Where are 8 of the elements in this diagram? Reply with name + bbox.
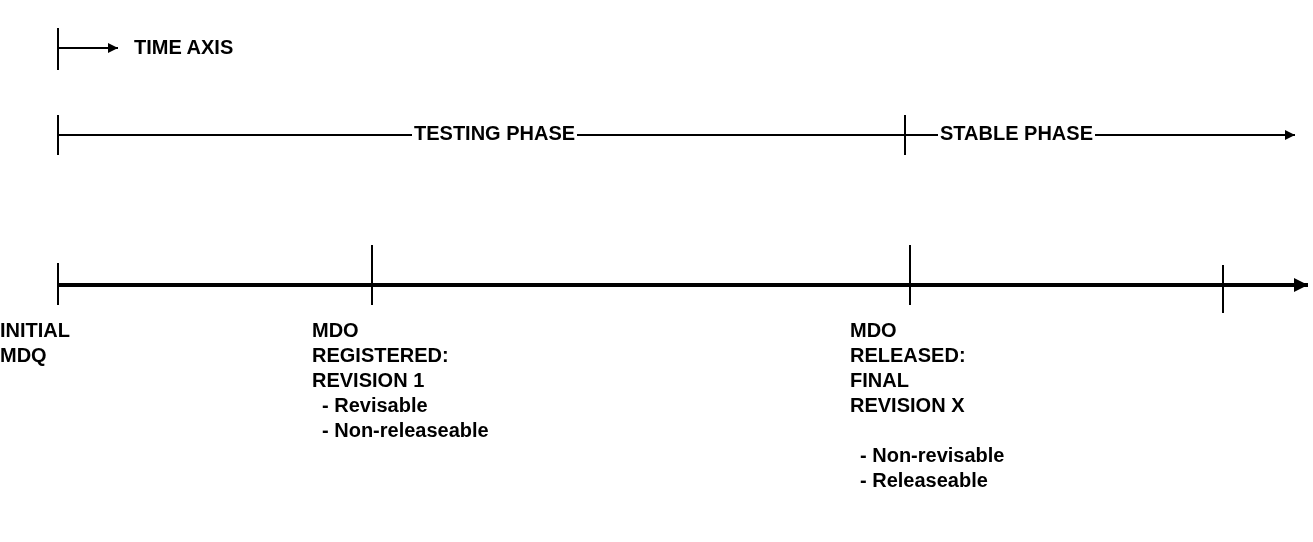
milestone-note: - Non-revisable [860,443,1005,468]
milestone-note: - Revisable [322,393,428,418]
axis-label: TIME AXIS [134,35,234,60]
milestone-note: - Releaseable [860,468,988,493]
milestone-label: MDO RELEASED: FINAL REVISION X [850,318,967,418]
milestone-label: MDO REGISTERED: REVISION 1 [312,318,450,393]
milestone-label: INITIAL MDQ [0,318,71,368]
milestone-note: - Non-releaseable [322,418,489,443]
